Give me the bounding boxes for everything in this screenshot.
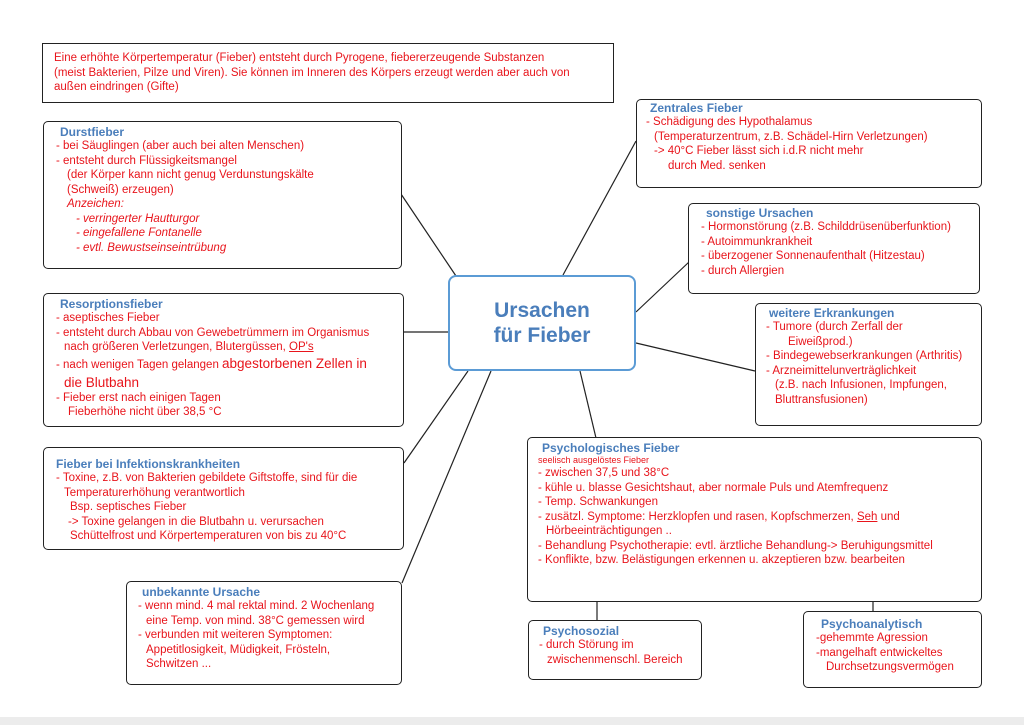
psycho-text: - zusätzl. Symptome: Herzklopfen und ras… (538, 510, 857, 523)
weitere-line: (z.B. nach Infusionen, Impfungen, (775, 379, 947, 391)
durstfieber-line: - bei Säuglingen (aber auch bei alten Me… (56, 140, 305, 152)
psychoanalytisch-line: -mangelhaft entwickeltes (816, 646, 943, 659)
sonstige-line: - Autoimmunkrankheit (701, 235, 813, 248)
infektion-box: Fieber bei Infektionskrankheiten - Toxin… (43, 447, 404, 550)
resorptionsfieber-line: - entsteht durch Abbau von Gewebetrümmer… (56, 326, 370, 339)
psycho-seh: Seh (856, 510, 878, 523)
psycho-line: - zusätzl. Symptome: Herzklopfen und ras… (538, 510, 981, 525)
zentral-title: Zentrales Fieber (650, 101, 743, 115)
psychoanalytisch-title: Psychoanalytisch (821, 617, 923, 631)
connector-psycho (579, 370, 597, 439)
center-title-line2: für Fieber (493, 324, 591, 347)
sonstige-line: - überzogener Sonnenaufenthalt (Hitzesta… (701, 250, 925, 262)
intro-line: (meist Bakterien, Pilze und Viren). Sie … (54, 66, 570, 79)
psychosozial-title: Psychosozial (543, 624, 620, 638)
psycho-title: Psychologisches Fieber (542, 441, 680, 455)
durstfieber-line: Anzeichen: (67, 198, 124, 210)
connector-infektion (403, 370, 469, 464)
psycho-line: - Behandlung Psychotherapie: evtl. ärztl… (538, 539, 933, 552)
unbekannt-line: - wenn mind. 4 mal rektal mind. 2 Wochen… (138, 600, 375, 612)
sonstige-line: - Hormonstörung (z.B. Schilddrüsenüberfu… (701, 221, 951, 233)
weitere-line: - Arzneimittelunverträglichkeit (766, 364, 917, 377)
connector-durstfieber (400, 193, 457, 277)
durstfieber-line: - evtl. Bewustseinseintrübung (76, 241, 227, 254)
zentral-line: (Temperaturzentrum, z.B. Schädel-Hirn Ve… (654, 130, 928, 143)
infektion-title: Fieber bei Infektionskrankheiten (56, 457, 241, 471)
resorptionsfieber-title: Resorptionsfieber (60, 297, 163, 311)
intro-line: außen eindringen (Gifte) (54, 81, 179, 93)
resorptionsfieber-line: - nach wenigen Tagen gelangen abgestorbe… (56, 355, 403, 374)
page-footer-bar (0, 717, 1024, 725)
psycho-line: - kühle u. blasse Gesichtshaut, aber nor… (538, 481, 889, 494)
connector-sonstige (635, 261, 690, 313)
psycho-line: - Temp. Schwankungen (538, 496, 658, 508)
psycho-box: Psychologisches Fieber seelisch ausgelös… (527, 437, 982, 602)
psychosozial-line: - durch Störung im (539, 639, 634, 651)
infektion-line: Bsp. septisches Fieber (70, 501, 187, 513)
resorptionsfieber-text: - nach wenigen Tagen gelangen (56, 358, 223, 371)
durstfieber-line: - eingefallene Fontanelle (76, 227, 202, 239)
sonstige-line: - durch Allergien (701, 264, 785, 277)
resorptionsfieber-text: nach größeren Verletzungen, Blutergüssen… (64, 341, 290, 353)
connector-unbekannt (401, 370, 492, 584)
unbekannt-line: - verbunden mit weiteren Symptomen: (138, 629, 333, 641)
durstfieber-title: Durstfieber (60, 125, 125, 139)
resorptionsfieber-box: Resorptionsfieber - aseptisches Fieber -… (43, 293, 404, 427)
unbekannt-line: Appetitlosigkeit, Müdigkeit, Frösteln, (146, 643, 331, 656)
psychosozial-box: Psychosozial - durch Störung im zwischen… (528, 620, 702, 680)
durstfieber-line: (Schweiß) erzeugen) (67, 183, 174, 196)
resorptionsfieber-line: die Blutbahn (64, 374, 140, 390)
infektion-line: Temperaturerhöhung verantwortlich (64, 486, 245, 499)
resorptionsfieber-line: Fieberhöhe nicht über 38,5 °C (68, 406, 222, 418)
zentral-line: - Schädigung des Hypothalamus (646, 116, 813, 128)
connector-zentral (562, 140, 637, 276)
resorptionsfieber-line: - Fieber erst nach einigen Tagen (56, 391, 221, 404)
unbekannt-title: unbekannte Ursache (142, 585, 261, 599)
intro-line: Eine erhöhte Körpertemperatur (Fieber) e… (54, 52, 545, 64)
unbekannt-box: unbekannte Ursache - wenn mind. 4 mal re… (126, 581, 402, 685)
zentral-box: Zentrales Fieber - Schädigung des Hypoth… (636, 99, 982, 188)
durstfieber-line: (der Körper kann nicht genug Verdunstung… (67, 169, 314, 181)
infektion-line: - Toxine, z.B. von Bakterien gebildete G… (56, 472, 358, 484)
psychosozial-line: zwischenmenschl. Bereich (547, 653, 683, 666)
sonstige-title: sonstige Ursachen (706, 206, 814, 220)
psychoanalytisch-line: -gehemmte Agression (816, 632, 928, 644)
resorptionsfieber-line: - aseptisches Fieber (56, 312, 160, 324)
sonstige-box: sonstige Ursachen - Hormonstörung (z.B. … (688, 203, 980, 294)
weitere-line: - Tumore (durch Zerfall der (766, 321, 903, 333)
weitere-box: weitere Erkrankungen - Tumore (durch Zer… (755, 303, 982, 426)
weitere-line: - Bindegewebserkrankungen (Arthritis) (766, 350, 963, 362)
psycho-line: - zwischen 37,5 und 38°C (538, 467, 670, 479)
infektion-line: -> Toxine gelangen in die Blutbahn u. ve… (68, 515, 324, 528)
connector-weitere (635, 342, 756, 372)
durstfieber-line: - verringerter Hautturgor (76, 212, 200, 225)
weitere-line: Bluttransfusionen) (775, 393, 868, 406)
infektion-line: Schüttelfrost und Körpertemperaturen von… (70, 530, 347, 542)
psycho-text: und (877, 510, 900, 523)
center-node: Ursachen für Fieber (448, 275, 636, 371)
durstfieber-box: Durstfieber - bei Säuglingen (aber auch … (43, 121, 402, 269)
durstfieber-line: - entsteht durch Flüssigkeitsmangel (56, 154, 237, 167)
psychoanalytisch-line: Durchsetzungsvermögen (826, 661, 954, 673)
weitere-title: weitere Erkrankungen (769, 306, 895, 320)
psychoanalytisch-box: Psychoanalytisch -gehemmte Agression -ma… (803, 611, 982, 688)
unbekannt-line: Schwitzen ... (146, 658, 212, 670)
resorptionsfieber-line: nach größeren Verletzungen, Blutergüssen… (56, 340, 403, 355)
weitere-line: Eiweißprod.) (788, 335, 853, 348)
intro-box: Eine erhöhte Körpertemperatur (Fieber) e… (42, 43, 614, 103)
center-title-line1: Ursachen (494, 299, 590, 322)
zentral-line: durch Med. senken (668, 159, 766, 172)
psycho-line: Hörbeeinträchtigungen .. (546, 525, 672, 537)
zentral-line: -> 40°C Fieber lässt sich i.d.R nicht me… (654, 145, 864, 157)
resorptionsfieber-ops: OP's (289, 341, 314, 353)
resorptionsfieber-emph: abgestorbenen Zellen in (222, 355, 367, 371)
unbekannt-line: eine Temp. von mind. 38°C gemessen wird (146, 614, 365, 627)
psycho-line: - Konflikte, bzw. Belästigungen erkennen… (538, 554, 905, 566)
psycho-subtitle: seelisch ausgelöstes Fieber (538, 455, 650, 465)
